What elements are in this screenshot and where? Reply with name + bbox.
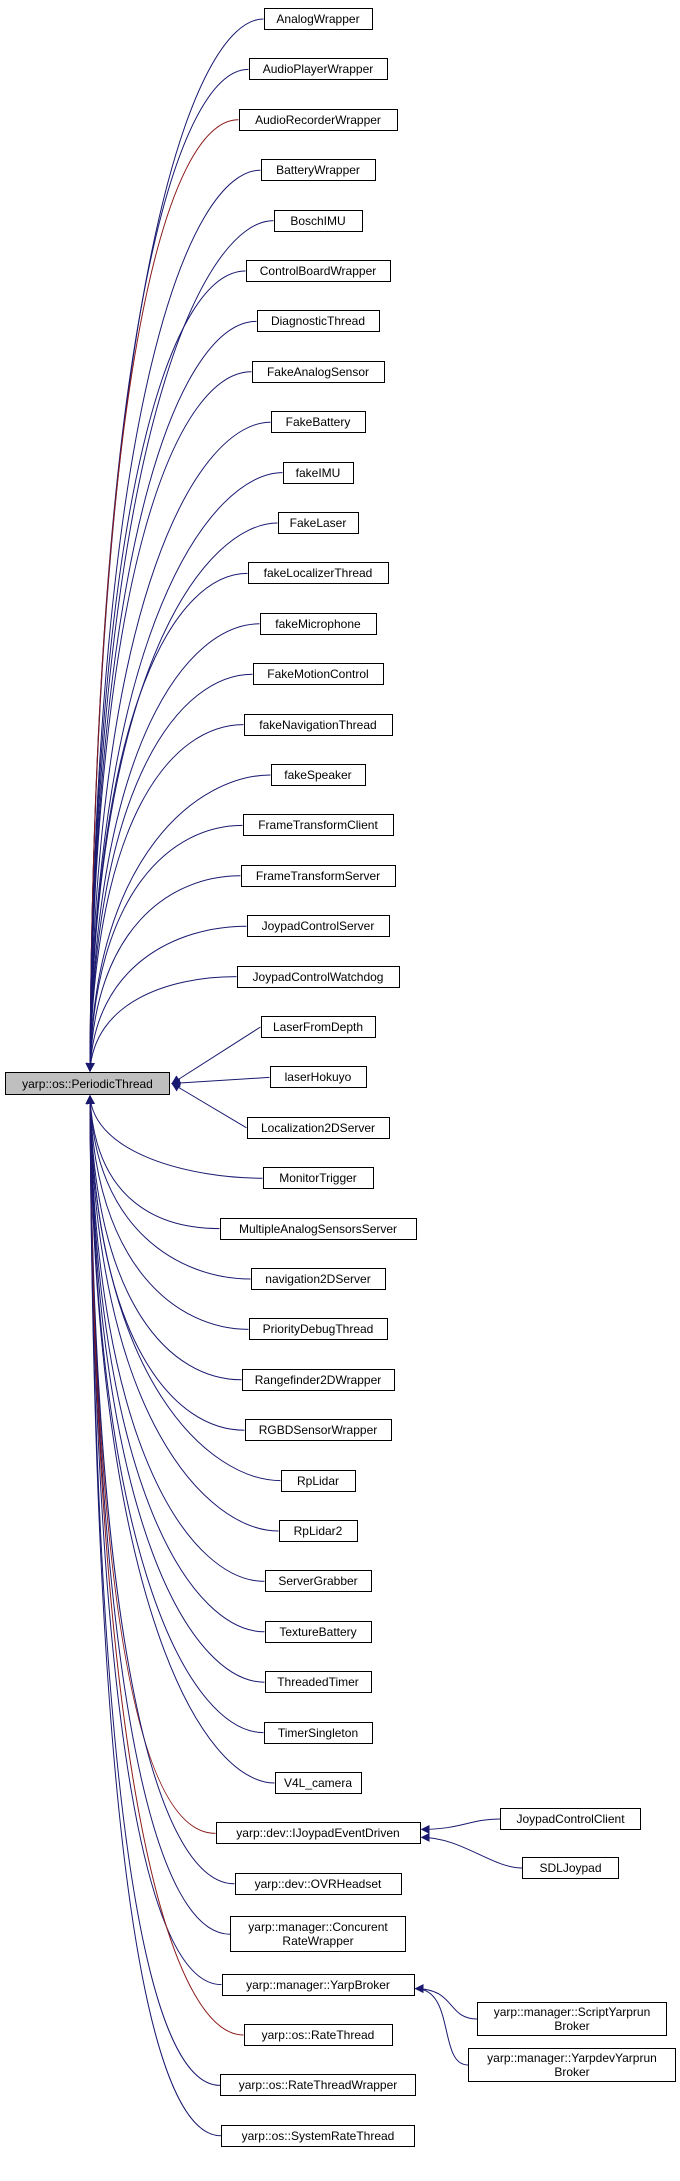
class-node-fake-microphone[interactable]: fakeMicrophone bbox=[259, 612, 377, 635]
edge-joypad-control-client bbox=[420, 1818, 501, 1834]
class-node-fake-localizer-thread[interactable]: fakeLocalizerThread bbox=[247, 562, 389, 585]
edge-ijoypad-event-driven bbox=[85, 1095, 216, 1834]
class-node-ovr-headset[interactable]: yarp::dev::OVRHeadset bbox=[234, 1872, 402, 1895]
edge-fake-microphone bbox=[85, 623, 260, 1072]
edge-rgbd-sensor-wrapper bbox=[85, 1095, 245, 1431]
class-node-priority-debug-thread[interactable]: PriorityDebugThread bbox=[248, 1318, 388, 1341]
class-node-fake-analog-sensor[interactable]: FakeAnalogSensor bbox=[251, 360, 385, 383]
class-node-rangefinder2d-wrapper[interactable]: Rangefinder2DWrapper bbox=[241, 1368, 395, 1391]
class-node-battery-wrapper[interactable]: BatteryWrapper bbox=[260, 159, 376, 182]
class-node-diagnostic-thread[interactable]: DiagnosticThread bbox=[256, 310, 380, 333]
class-node-fake-motion-control[interactable]: FakeMotionControl bbox=[252, 663, 384, 686]
class-node-laser-hokuyo[interactable]: laserHokuyo bbox=[269, 1066, 367, 1089]
class-node-yarp-broker[interactable]: yarp::manager::YarpBroker bbox=[221, 1973, 415, 1996]
edge-fake-analog-sensor bbox=[85, 371, 252, 1072]
class-node-audio-recorder-wrapper[interactable]: AudioRecorderWrapper bbox=[238, 108, 398, 131]
class-node-fake-navigation-thread[interactable]: fakeNavigationThread bbox=[243, 713, 393, 736]
edge-system-rate-thread bbox=[85, 1095, 222, 2137]
class-node-server-grabber[interactable]: ServerGrabber bbox=[264, 1570, 372, 1593]
edge-bosch-imu bbox=[85, 220, 274, 1072]
edge-yarp-broker bbox=[85, 1095, 222, 1986]
edge-monitor-trigger bbox=[86, 1095, 263, 1179]
edge-battery-wrapper bbox=[85, 169, 261, 1072]
edge-laser-hokuyo bbox=[171, 1076, 270, 1088]
edge-frame-transform-client bbox=[85, 824, 243, 1072]
class-node-bosch-imu[interactable]: BoschIMU bbox=[273, 209, 363, 232]
edge-control-board-wrapper bbox=[85, 270, 246, 1072]
class-node-rp-lidar[interactable]: RpLidar bbox=[280, 1469, 356, 1492]
class-node-fake-laser[interactable]: FakeLaser bbox=[277, 512, 359, 534]
class-node-system-rate-thread[interactable]: yarp::os::SystemRateThread bbox=[221, 2124, 415, 2147]
class-node-control-board-wrapper[interactable]: ControlBoardWrapper bbox=[245, 260, 391, 282]
edge-joypad-control-server bbox=[85, 925, 247, 1072]
edge-texture-battery bbox=[85, 1095, 265, 1633]
edge-joypad-control-watchdog bbox=[85, 976, 237, 1072]
class-node-threaded-timer[interactable]: ThreadedTimer bbox=[264, 1671, 372, 1694]
edge-fake-localizer-thread bbox=[85, 572, 248, 1072]
class-node-periodic-thread: yarp::os::PeriodicThread bbox=[5, 1072, 170, 1095]
edge-rangefinder2d-wrapper bbox=[85, 1095, 242, 1381]
edge-fake-speaker bbox=[85, 774, 271, 1072]
edge-priority-debug-thread bbox=[85, 1095, 249, 1330]
edge-rp-lidar bbox=[85, 1095, 281, 1482]
edge-fake-laser bbox=[85, 522, 278, 1072]
class-node-audio-player-wrapper[interactable]: AudioPlayerWrapper bbox=[248, 58, 388, 81]
edge-localization2d-server bbox=[171, 1083, 247, 1129]
class-node-sdl-joypad[interactable]: SDLJoypad bbox=[522, 1857, 619, 1879]
class-node-rate-thread-wrapper[interactable]: yarp::os::RateThreadWrapper bbox=[220, 2074, 416, 2097]
class-node-rp-lidar2[interactable]: RpLidar2 bbox=[278, 1520, 358, 1542]
class-node-timer-singleton[interactable]: TimerSingleton bbox=[263, 1721, 373, 1744]
edge-server-grabber bbox=[85, 1095, 265, 1582]
class-node-laser-from-depth[interactable]: LaserFromDepth bbox=[260, 1016, 376, 1038]
class-node-v4l-camera[interactable]: V4L_camera bbox=[274, 1772, 362, 1794]
edge-fake-imu bbox=[85, 472, 283, 1072]
class-node-frame-transform-server[interactable]: FrameTransformServer bbox=[240, 864, 396, 887]
edge-yarpdev-yarprun-broker bbox=[414, 1984, 469, 2066]
edge-multiple-analog-sensors-server bbox=[85, 1095, 220, 1230]
class-node-fake-imu[interactable]: fakeIMU bbox=[282, 461, 354, 484]
class-node-yarpdev-yarprun-broker[interactable]: yarp::manager::YarpdevYarprun Broker bbox=[468, 2048, 676, 2082]
edge-v4l-camera bbox=[85, 1095, 275, 1784]
class-node-joypad-control-server[interactable]: JoypadControlServer bbox=[246, 915, 390, 938]
class-node-concurent-rate-wrapper[interactable]: yarp::manager::Concurent RateWrapper bbox=[230, 1916, 406, 1953]
edge-frame-transform-server bbox=[85, 875, 241, 1072]
edge-rp-lidar2 bbox=[85, 1095, 279, 1532]
class-node-analog-wrapper[interactable]: AnalogWrapper bbox=[263, 8, 373, 30]
edge-fake-navigation-thread bbox=[85, 724, 244, 1072]
class-node-localization2d-server[interactable]: Localization2DServer bbox=[246, 1116, 390, 1139]
inheritance-edges bbox=[85, 18, 523, 2137]
class-node-frame-transform-client[interactable]: FrameTransformClient bbox=[242, 814, 394, 837]
edge-rate-thread bbox=[85, 1095, 244, 2036]
class-node-texture-battery[interactable]: TextureBattery bbox=[264, 1620, 372, 1643]
edge-laser-from-depth bbox=[171, 1026, 261, 1084]
class-node-script-yarprun-broker[interactable]: yarp::manager::ScriptYarprun Broker bbox=[477, 2002, 667, 2036]
class-node-joypad-control-client[interactable]: JoypadControlClient bbox=[500, 1808, 641, 1830]
edge-navigation2d-server bbox=[85, 1095, 251, 1280]
class-node-navigation2d-server[interactable]: navigation2DServer bbox=[250, 1268, 386, 1290]
edge-script-yarprun-broker bbox=[414, 1984, 478, 2020]
edge-fake-battery bbox=[85, 421, 271, 1072]
edge-sdl-joypad bbox=[420, 1832, 523, 1869]
edge-concurent-rate-wrapper bbox=[85, 1095, 231, 1935]
class-node-ijoypad-event-driven[interactable]: yarp::dev::IJoypadEventDriven bbox=[215, 1822, 421, 1845]
edge-audio-recorder-wrapper bbox=[85, 119, 239, 1072]
edge-threaded-timer bbox=[85, 1095, 265, 1683]
class-node-multiple-analog-sensors-server[interactable]: MultipleAnalogSensorsServer bbox=[219, 1217, 417, 1240]
class-node-joypad-control-watchdog[interactable]: JoypadControlWatchdog bbox=[236, 965, 400, 988]
class-node-fake-battery[interactable]: FakeBattery bbox=[270, 411, 366, 434]
class-node-monitor-trigger[interactable]: MonitorTrigger bbox=[262, 1167, 374, 1190]
edge-fake-motion-control bbox=[85, 673, 253, 1072]
edge-diagnostic-thread bbox=[85, 320, 257, 1072]
class-node-fake-speaker[interactable]: fakeSpeaker bbox=[270, 764, 366, 786]
class-node-rate-thread[interactable]: yarp::os::RateThread bbox=[243, 2024, 393, 2046]
class-node-rgbd-sensor-wrapper[interactable]: RGBDSensorWrapper bbox=[244, 1419, 392, 1442]
edge-ovr-headset bbox=[85, 1095, 235, 1885]
